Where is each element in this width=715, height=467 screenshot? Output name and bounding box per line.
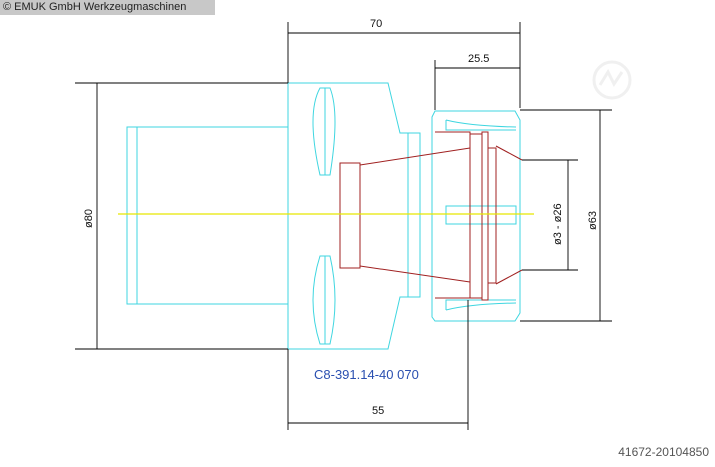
dimension-lines	[75, 22, 612, 430]
dim-nut-diameter: ø63	[587, 211, 599, 230]
reference-number: 41672-20104850	[618, 445, 709, 459]
dim-flange-length: 55	[372, 405, 384, 417]
dim-overall-length: 70	[370, 18, 382, 30]
watermark-gear-icon	[592, 60, 632, 100]
dim-clamping-range: ø3 - ø26	[552, 203, 564, 245]
clamping-nut	[431, 110, 521, 322]
flange	[287, 82, 421, 350]
dim-flange-diameter: ø80	[83, 209, 95, 228]
copyright-banner: © EMUK GmbH Werkzeugmaschinen	[0, 0, 215, 15]
shank	[126, 126, 289, 305]
collet	[339, 131, 523, 301]
part-number: C8-391.14-40 070	[314, 367, 419, 382]
dim-nut-length: 25.5	[468, 53, 489, 65]
